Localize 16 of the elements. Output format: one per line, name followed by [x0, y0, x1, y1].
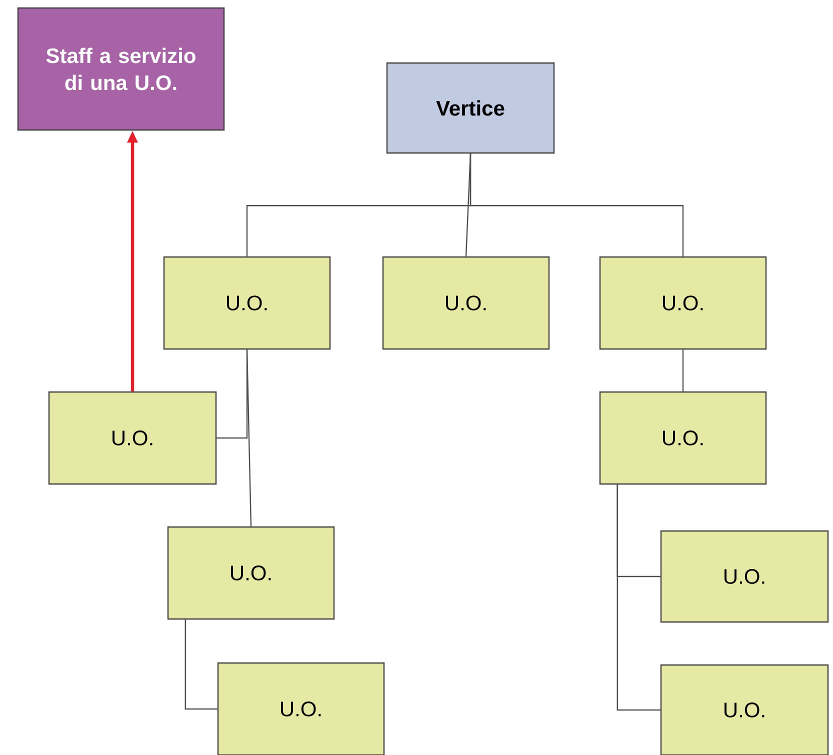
connector-line — [470, 154, 684, 256]
unit-box: U.O. — [217, 662, 385, 755]
staff-box: Staff a servizio di una U.O. — [17, 7, 225, 131]
unit-box: U.O. — [660, 530, 829, 623]
unit-box: U.O. — [660, 664, 829, 755]
top-box: Vertice — [386, 62, 555, 154]
unit-box: U.O. — [599, 391, 767, 485]
connector-line — [616, 484, 660, 711]
unit-box: U.O. — [382, 256, 550, 350]
connector-line — [246, 350, 252, 526]
unit-box: U.O. — [163, 256, 331, 350]
connector-line — [682, 350, 684, 392]
unit-box: U.O. — [48, 391, 217, 485]
connector-line — [184, 620, 218, 710]
unit-box: U.O. — [167, 526, 335, 620]
unit-box: U.O. — [599, 256, 767, 350]
